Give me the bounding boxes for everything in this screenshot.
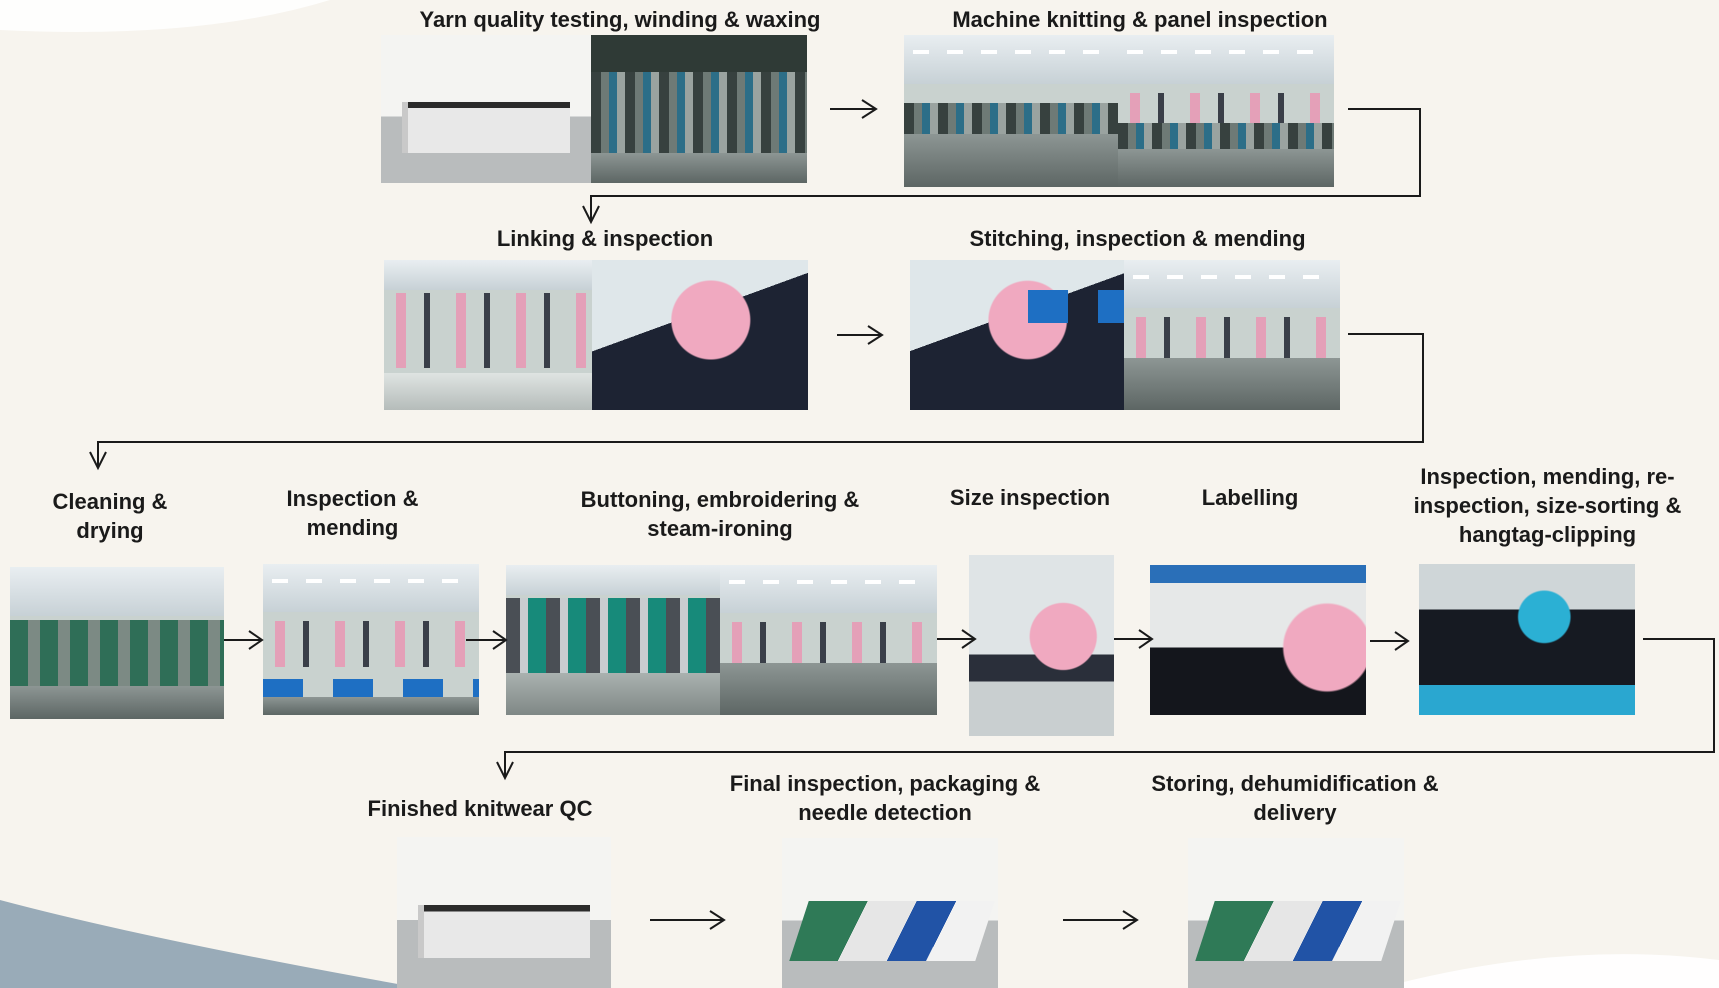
photo-stitching xyxy=(910,260,1340,410)
photo-finished-qc xyxy=(397,837,611,988)
photo-storing xyxy=(1188,838,1404,988)
connector-row3-to-row4 xyxy=(496,638,1715,781)
photo-pane-winding xyxy=(591,35,807,183)
arrow-cleaning-to-mending xyxy=(224,630,264,650)
photo-pane-linking-line xyxy=(384,260,592,410)
photo-pane-size-check xyxy=(969,555,1114,736)
arrow-labelling-to-final-mending xyxy=(1370,631,1410,651)
connector-row2-to-row3 xyxy=(89,333,1424,471)
photo-pane-qc-lab xyxy=(397,837,611,988)
stage-label-inspection-mending: Inspection & mending xyxy=(286,486,419,540)
connector-row1-to-row2 xyxy=(582,108,1421,225)
photo-pane-ironing-tables xyxy=(720,565,937,715)
photo-pane-embroidery-machines xyxy=(506,565,720,715)
arrow-yarn-to-knitting xyxy=(830,99,878,119)
stage-label-finished-qc: Finished knitwear QC xyxy=(367,796,593,821)
arrow-qc-to-packaging xyxy=(650,910,726,930)
photo-pane-stitching-closeup xyxy=(910,260,1124,410)
photo-pane-panel-inspection xyxy=(1118,35,1334,187)
photo-pane-mending-hall xyxy=(263,564,479,715)
stage-label-buttoning: Buttoning, embroidering & steam-ironing xyxy=(580,487,860,541)
stage-label-packaging: Final inspection, packaging & needle det… xyxy=(729,771,1041,825)
photo-labelling xyxy=(1150,565,1366,715)
bottom-right-wave xyxy=(1380,954,1719,988)
stage-label-machine-knitting: Machine knitting & panel inspection xyxy=(952,7,1328,32)
stage-label-final-mending: Inspection, mending, re- inspection, siz… xyxy=(1413,464,1682,547)
photo-pane-needle-detector xyxy=(782,838,998,988)
photo-final-mending xyxy=(1419,564,1635,715)
photo-buttoning xyxy=(506,565,937,715)
stage-label-labelling: Labelling xyxy=(1201,485,1299,510)
photo-linking xyxy=(384,260,808,410)
photo-pane-labelling-machine xyxy=(1150,565,1366,715)
arrow-linking-to-stitching xyxy=(837,325,884,345)
arrow-buttoning-to-size xyxy=(937,629,977,649)
photo-cleaning xyxy=(10,567,224,719)
photo-pane-lab xyxy=(381,35,591,183)
stage-label-cleaning: Cleaning & drying xyxy=(52,489,168,543)
photo-pane-knitting-floor xyxy=(904,35,1118,187)
photo-size-inspection xyxy=(969,555,1114,736)
arrow-size-to-labelling xyxy=(1114,629,1154,649)
stage-label-stitching: Stitching, inspection & mending xyxy=(969,226,1306,251)
photo-pane-storage xyxy=(1188,838,1404,988)
stage-label-storing: Storing, dehumidification & delivery xyxy=(1151,771,1439,825)
arrow-packaging-to-storing xyxy=(1063,910,1139,930)
photo-yarn-testing xyxy=(381,35,807,183)
photo-pane-hangtag-clipping xyxy=(1419,564,1635,715)
stage-label-size-inspection: Size inspection xyxy=(949,485,1111,510)
photo-machine-knitting xyxy=(904,35,1334,187)
stage-label-yarn-testing: Yarn quality testing, winding & waxing xyxy=(419,7,821,32)
top-left-wave xyxy=(0,0,330,32)
photo-inspection-mending xyxy=(263,564,479,715)
stage-label-linking: Linking & inspection xyxy=(496,226,714,251)
arrow-mending-to-buttoning xyxy=(466,630,508,650)
bottom-left-knit-pattern xyxy=(0,900,420,988)
photo-packaging xyxy=(782,838,998,988)
photo-pane-linking-closeup xyxy=(592,260,808,410)
photo-pane-mending-floor xyxy=(1124,260,1340,410)
photo-pane-drying-machines xyxy=(10,567,224,719)
